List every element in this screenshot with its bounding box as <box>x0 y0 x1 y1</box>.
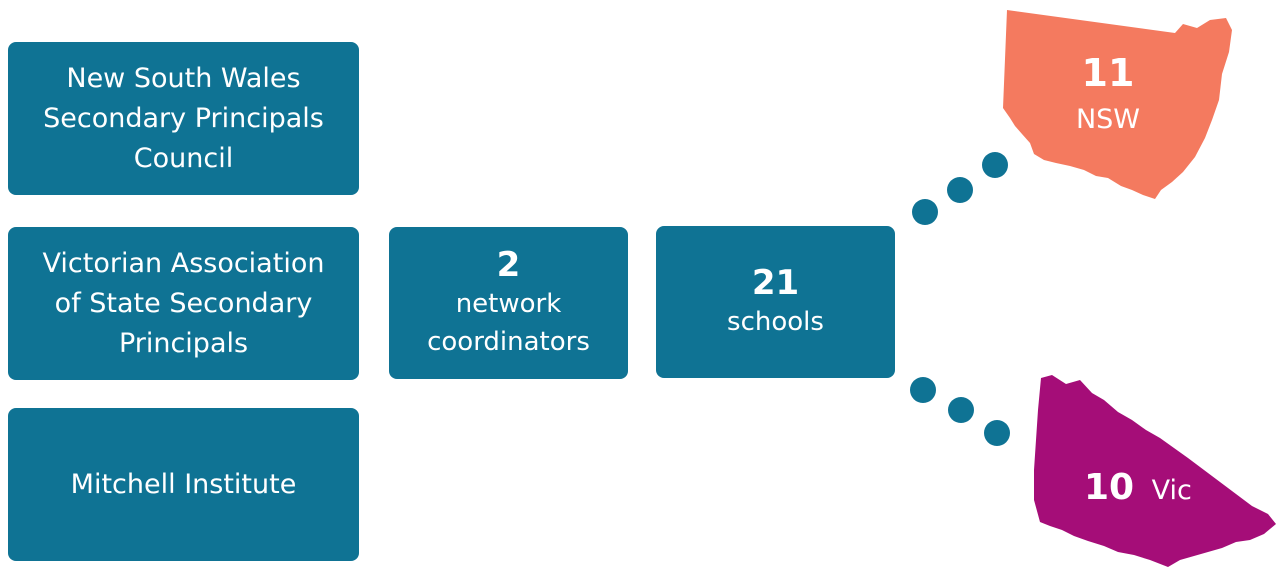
org-box-victorian-association: Victorian Association of State Secondary… <box>8 227 359 380</box>
schools-count: 21 <box>751 263 800 303</box>
org-box-nsw-secondary-principals-council: New South Wales Secondary Principals Cou… <box>8 42 359 195</box>
svg-text:10 Vic: 10 Vic <box>1084 467 1192 508</box>
nsw-label: NSW <box>1076 104 1140 135</box>
connector-dots-vic <box>910 377 1010 446</box>
schools-box: 21 schools <box>656 226 895 378</box>
connector-dots-nsw <box>912 152 1008 225</box>
connector-dot <box>947 177 973 203</box>
connector-dot <box>982 152 1008 178</box>
org-label: Mitchell Institute <box>70 468 297 500</box>
coordinators-label: network coordinators <box>427 289 590 357</box>
vic-map-icon: 10 Vic <box>1034 375 1276 567</box>
vic-count: 10 <box>1084 467 1134 508</box>
connector-dot <box>948 397 974 423</box>
nsw-map-icon: 11 NSW <box>1003 10 1232 199</box>
connector-dot <box>910 377 936 403</box>
org-label: New South Wales Secondary Principals Cou… <box>43 62 324 174</box>
schools-label: schools <box>727 307 824 337</box>
connector-dot <box>984 420 1010 446</box>
coordinators-count: 2 <box>496 245 521 285</box>
org-label: Victorian Association of State Secondary… <box>42 247 325 359</box>
org-box-mitchell-institute: Mitchell Institute <box>8 408 359 561</box>
nsw-count: 11 <box>1082 51 1135 95</box>
vic-label: Vic <box>1152 475 1192 506</box>
connector-dot <box>912 199 938 225</box>
coordinators-box: 2 network coordinators <box>389 227 628 379</box>
